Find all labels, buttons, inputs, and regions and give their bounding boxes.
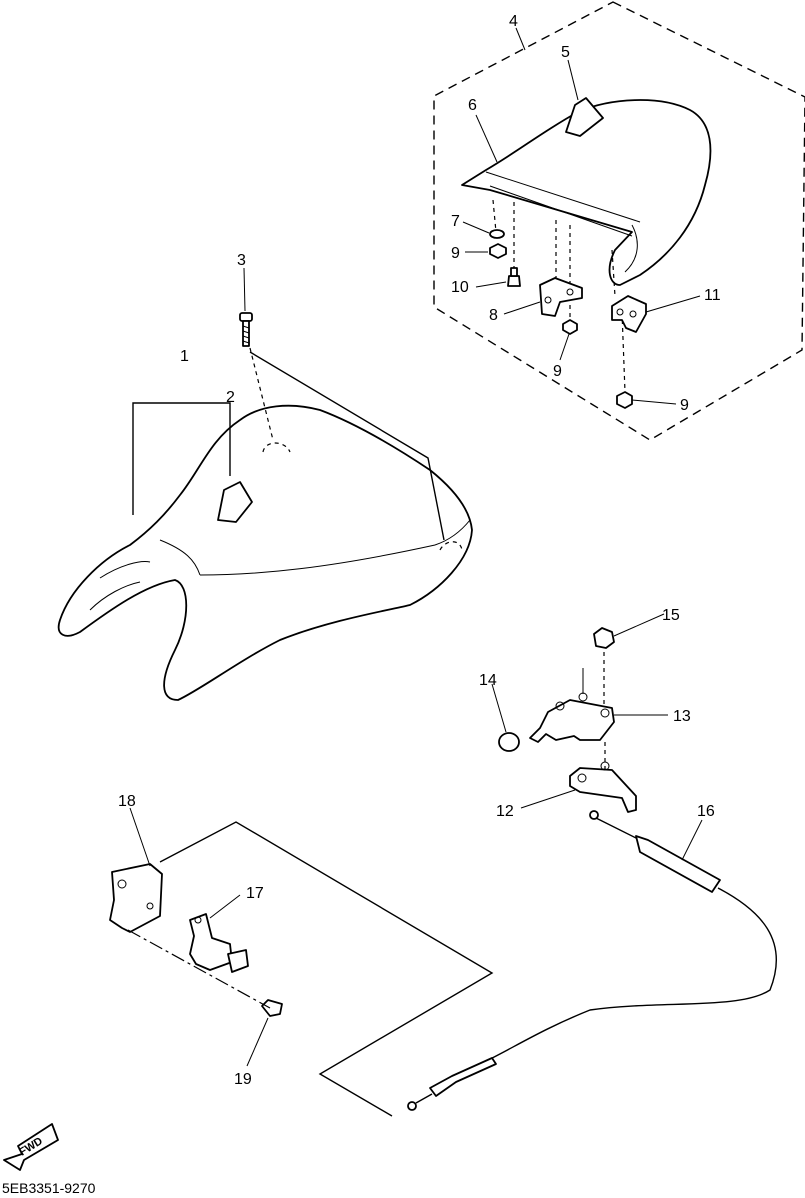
bolt <box>507 267 521 287</box>
callout-12: 12 <box>496 803 514 820</box>
leader-lines <box>129 27 703 1067</box>
lock-bracket-lower <box>569 761 637 813</box>
lock-bracket-upper <box>529 692 615 743</box>
rider-seat <box>57 404 473 701</box>
callout-9b: 9 <box>553 363 562 380</box>
passenger-seat <box>461 97 712 286</box>
main-lock <box>189 913 249 973</box>
seat-emblem <box>217 481 253 523</box>
bracket <box>611 295 647 333</box>
callout-5: 5 <box>561 44 570 61</box>
fwd-arrow: FWD <box>3 1123 59 1171</box>
callout-1: 1 <box>180 348 189 365</box>
cap <box>498 732 520 752</box>
callout-4: 4 <box>509 13 518 30</box>
bracket <box>539 277 583 317</box>
callout-17: 17 <box>246 885 264 902</box>
callout-6: 6 <box>468 97 477 114</box>
callout-18: 18 <box>118 793 136 810</box>
callout-10: 10 <box>451 279 469 296</box>
nut <box>489 243 507 259</box>
nut <box>562 319 578 335</box>
screw <box>261 999 283 1017</box>
callout-7: 7 <box>451 213 460 230</box>
callout-9c: 9 <box>680 397 689 414</box>
passenger-seat-group <box>433 1 805 441</box>
callout-8: 8 <box>489 307 498 324</box>
callout-2: 2 <box>226 389 235 406</box>
callout-labels: 1 2 3 4 5 6 7 9 10 8 11 9 9 15 14 13 12 … <box>118 13 721 1088</box>
callout-11: 11 <box>704 287 721 304</box>
nut <box>616 391 633 409</box>
seat-lock-cable <box>407 810 777 1111</box>
callout-14: 14 <box>479 672 497 689</box>
washer <box>489 229 505 239</box>
callout-16: 16 <box>697 803 715 820</box>
callout-3: 3 <box>237 252 246 269</box>
part-number: 5EB3351-9270 <box>2 1180 96 1196</box>
bolt <box>239 312 253 347</box>
callout-9a: 9 <box>451 245 460 262</box>
callout-15: 15 <box>662 607 680 624</box>
nut <box>593 627 615 649</box>
callout-13: 13 <box>673 708 691 725</box>
callout-19: 19 <box>234 1071 252 1088</box>
lock-bracket <box>109 863 163 933</box>
